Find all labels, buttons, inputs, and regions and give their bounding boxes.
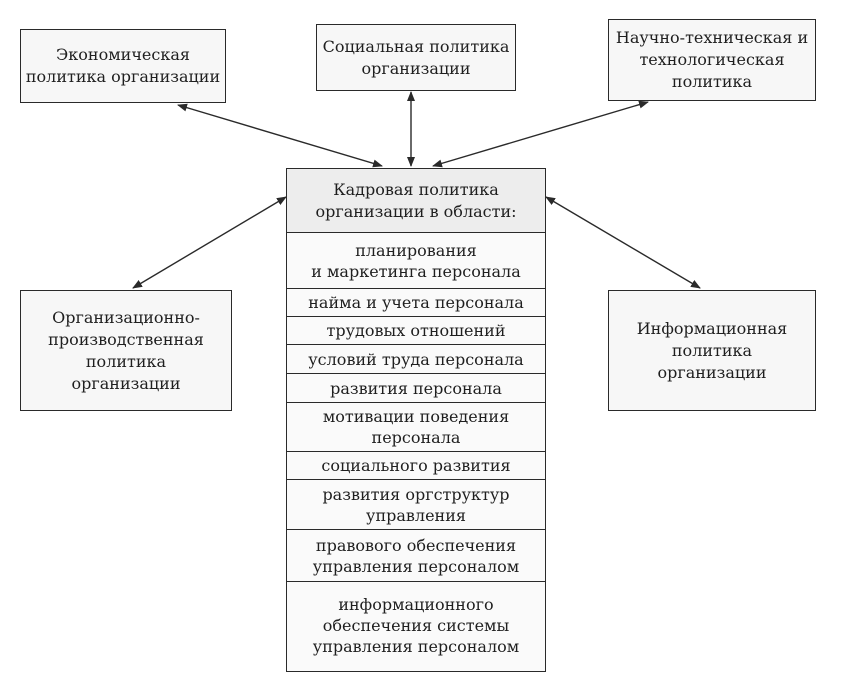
arrow-economic	[177, 103, 383, 168]
hr-area-item: правового обеспечения управления персона…	[287, 530, 545, 582]
hr-policy-title-text: Кадровая политика организации в области:	[315, 179, 517, 221]
hr-area-label: трудовых отношений	[326, 321, 506, 340]
hr-area-label: найма и учета персонала	[308, 293, 524, 312]
hr-area-item: мотивации поведения персонала	[287, 403, 545, 452]
hr-area-item: трудовых отношений	[287, 317, 545, 345]
hr-policy-title: Кадровая политика организации в области:	[287, 169, 545, 233]
hr-area-label: социального развития	[321, 456, 511, 475]
hr-area-label: информационного обеспечения системы упра…	[312, 594, 520, 656]
social-policy-label: Социальная политика организации	[322, 36, 510, 78]
hr-area-item: найма и учета персонала	[287, 289, 545, 317]
arrow-org-production	[132, 196, 287, 289]
arrow-information	[545, 196, 701, 289]
scitech-policy-box: Научно-техническая и технологическая пол…	[608, 19, 816, 101]
hr-area-label: правового обеспечения управления персона…	[312, 535, 520, 576]
economic-policy-box: Экономическая политика организации	[20, 29, 226, 103]
information-policy-label: Информационная политика организации	[636, 318, 788, 382]
hr-area-label: развития оргструктур управления	[322, 484, 510, 525]
hr-policy-box: Кадровая политика организации в области:…	[286, 168, 546, 672]
org-production-policy-label: Организационно- производственная политик…	[48, 307, 204, 393]
hr-area-item: условий труда персонала	[287, 345, 545, 374]
information-policy-box: Информационная политика организации	[608, 290, 816, 411]
scitech-policy-label: Научно-техническая и технологическая пол…	[615, 28, 809, 91]
economic-policy-label: Экономическая политика организации	[25, 45, 221, 86]
social-policy-box: Социальная политика организации	[316, 24, 516, 91]
hr-area-label: планирования и маркетинга персонала	[311, 240, 521, 281]
hr-area-item: развития оргструктур управления	[287, 480, 545, 530]
hr-area-label: условий труда персонала	[308, 349, 524, 369]
org-production-policy-box: Организационно- производственная политик…	[20, 290, 232, 411]
hr-area-item: планирования и маркетинга персонала	[287, 233, 545, 289]
hr-area-item: информационного обеспечения системы упра…	[287, 582, 545, 668]
hr-area-label: мотивации поведения персонала	[322, 407, 510, 447]
arrow-scitech	[432, 100, 649, 168]
hr-area-label: развития персонала	[330, 378, 502, 398]
hr-area-item: социального развития	[287, 452, 545, 480]
hr-area-item: развития персонала	[287, 374, 545, 403]
